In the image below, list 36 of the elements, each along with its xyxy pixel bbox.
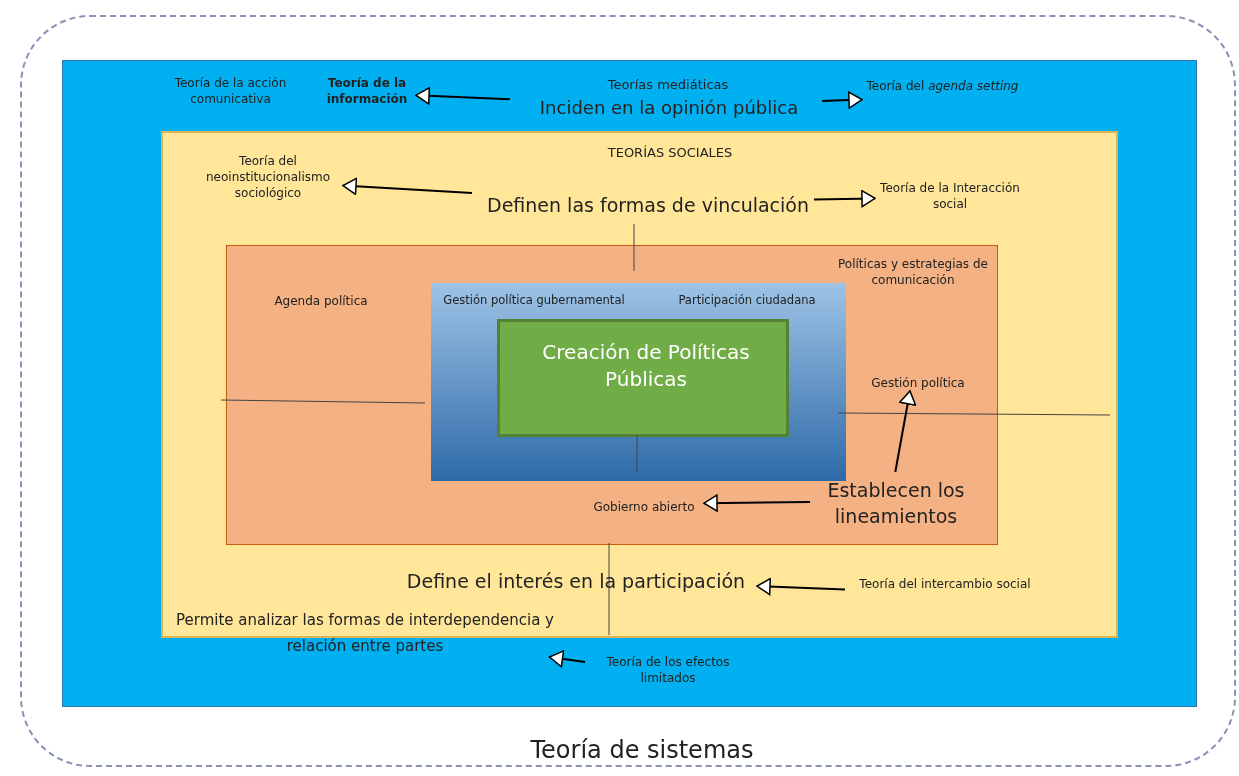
- arrow: [415, 87, 511, 105]
- node-text: Teoría del neoinstitucionalismo sociológico: [188, 153, 348, 202]
- heading-text: Creación de Políticas Públicas: [541, 339, 751, 393]
- arrow: [342, 177, 473, 196]
- dashed-frame: [20, 15, 1236, 767]
- middle-panel: [161, 131, 1118, 638]
- text-label: Políticas y estrategias de comunicación: [837, 256, 989, 289]
- node-text: Teoría de la Interacción social: [880, 180, 1020, 213]
- node-text: Establecen los lineamientos: [816, 478, 976, 530]
- arrow: [813, 189, 876, 208]
- text-label: Agenda política: [273, 293, 369, 310]
- node-text: Define el interés en la participación: [390, 569, 762, 595]
- arrow: [894, 390, 917, 473]
- gradient-panel: [431, 283, 846, 481]
- node-text: Teoría del agenda setting: [865, 78, 1020, 95]
- heading-text: TEORÍAS SOCIALES: [606, 144, 734, 162]
- heading-text: Teoría de sistemas: [529, 735, 755, 766]
- node-text: Inciden en la opinión pública: [513, 96, 825, 121]
- arrow: [821, 91, 863, 109]
- node-text: Teoría de los efectos limitados: [588, 654, 748, 687]
- node-text: Gestión política: [858, 375, 978, 392]
- arrow: [548, 650, 586, 668]
- outer-panel: [62, 60, 1197, 707]
- node-text: Gobierno abierto: [578, 499, 710, 516]
- node-text: Definen las formas de vinculación: [477, 193, 819, 219]
- inner-panel: [226, 245, 998, 545]
- text-label: Teoría de la acción comunicativa: [173, 75, 288, 108]
- heading-text: Teorías mediáticas: [606, 76, 730, 94]
- node-text: Permite analizar las formas de interdependencia y relación entre partes: [165, 608, 565, 659]
- arrow: [756, 577, 846, 596]
- heading-text: Participación ciudadana: [677, 293, 817, 309]
- heading-text: Gestión política gubernamental: [442, 293, 626, 309]
- arrow: [703, 494, 811, 512]
- center-box: [497, 319, 789, 437]
- node-text: Teoría del intercambio social: [850, 576, 1040, 593]
- node-text: Teoría de la información: [315, 75, 419, 108]
